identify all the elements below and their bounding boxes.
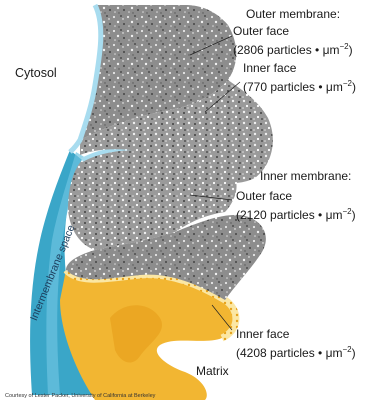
outer-membrane-outer-face-title: Outer face xyxy=(233,24,289,38)
image-credit: Courtesy of Lester Packer, University of… xyxy=(5,393,155,399)
outer-membrane-heading: Outer membrane: xyxy=(246,7,340,21)
outer-membrane-inner-face-title: Inner face xyxy=(243,61,296,75)
cytosol-label: Cytosol xyxy=(15,66,57,80)
inner-membrane-inner-face-detail: (4208 particles • μm−2) xyxy=(236,343,356,360)
matrix-label: Matrix xyxy=(196,364,229,378)
inner-membrane-heading: Inner membrane: xyxy=(260,169,351,183)
outer-membrane-inner-face-detail: (770 particles • μm−2) xyxy=(243,77,356,94)
outer-membrane-outer-face-detail: (2806 particles • μm−2) xyxy=(233,40,353,57)
inner-membrane-inner-face-title: Inner face xyxy=(236,327,289,341)
inner-membrane-outer-face-detail: (2120 particles • μm−2) xyxy=(236,205,356,222)
inner-membrane-outer-face-title: Outer face xyxy=(236,189,292,203)
